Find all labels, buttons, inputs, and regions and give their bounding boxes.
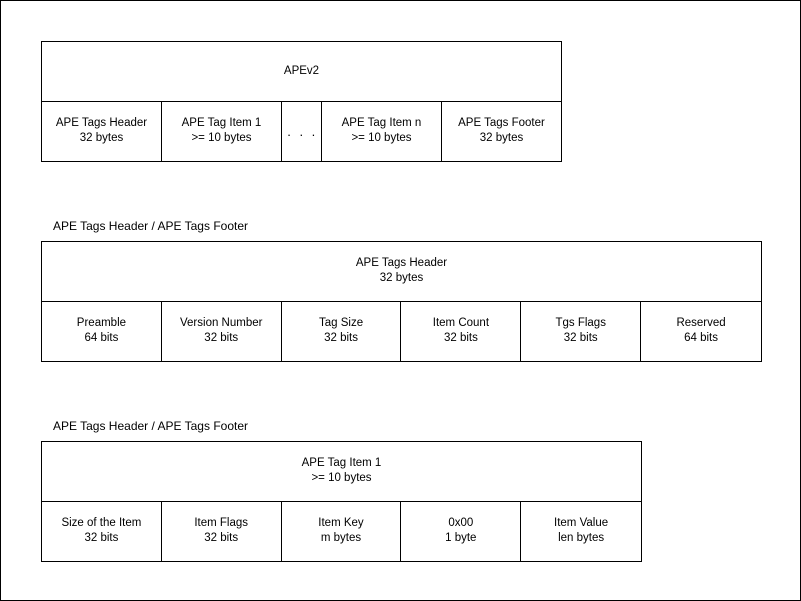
cell-preamble-size: 64 bits [84,332,119,345]
cell-tgs-flags-size: 32 bits [563,332,598,345]
cell-tag-size: Tag Size 32 bits [282,301,402,361]
ellipsis-icon: . . . [287,123,318,139]
cell-null-terminator: 0x00 1 byte [401,501,522,561]
cell-item-value-name: Item Value [554,517,609,530]
cell-preamble-name: Preamble [76,317,127,330]
cell-ape-tag-item-n-size: >= 10 bytes [351,132,412,145]
cell-tag-size-size: 32 bits [324,332,359,345]
cell-item-key: Item Key m bytes [282,501,402,561]
ape-tag-item-field-row: Size of the Item 32 bits Item Flags 32 b… [42,501,641,561]
caption-ape-tags-header: APE Tags Header / APE Tags Footer [53,219,248,233]
apev2-structure-table: APEv2 APE Tags Header 32 bytes APE Tag I… [41,41,562,162]
ape-tags-header-title-name: APE Tags Header [355,257,448,270]
cell-ape-tags-header-size: 32 bytes [79,132,124,145]
ape-tag-item-table: APE Tag Item 1 >= 10 bytes Size of the I… [41,441,642,562]
cell-preamble: Preamble 64 bits [42,301,162,361]
caption-ape-tag-item: APE Tags Header / APE Tags Footer [53,419,248,433]
apev2-title-cell: APEv2 [42,42,561,102]
cell-size-of-the-item: Size of the Item 32 bits [42,501,162,561]
cell-version-number: Version Number 32 bits [162,301,282,361]
cell-item-count-size: 32 bits [443,332,478,345]
cell-ellipsis: . . . [282,101,322,161]
ape-tags-header-title-size: 32 bytes [379,272,424,285]
cell-tag-size-name: Tag Size [319,317,364,330]
cell-reserved-name: Reserved [676,317,726,330]
cell-item-flags: Item Flags 32 bits [162,501,282,561]
cell-item-value-size: len bytes [558,532,605,545]
cell-size-of-the-item-size: 32 bits [84,532,119,545]
cell-item-value: Item Value len bytes [521,502,641,561]
cell-null-terminator-size: 1 byte [445,532,477,545]
cell-item-count: Item Count 32 bits [401,301,522,361]
cell-item-key-name: Item Key [318,517,364,530]
cell-ape-tags-footer-size: 32 bytes [479,132,524,145]
cell-tgs-flags: Tgs Flags 32 bits [521,301,642,361]
cell-tgs-flags-name: Tgs Flags [555,317,606,330]
cell-ape-tags-footer: APE Tags Footer 32 bytes [442,102,561,161]
ape-tags-header-title-cell: APE Tags Header 32 bytes [42,242,761,302]
cell-null-terminator-name: 0x00 [448,517,474,530]
cell-size-of-the-item-name: Size of the Item [61,517,142,530]
cell-reserved: Reserved 64 bits [641,302,761,361]
cell-ape-tag-item-n-name: APE Tag Item n [341,117,422,130]
ape-tag-item-title-size: >= 10 bytes [311,472,372,485]
cell-item-flags-size: 32 bits [204,532,239,545]
cell-ape-tag-item-1: APE Tag Item 1 >= 10 bytes [162,101,282,161]
ape-tag-item-title-name: APE Tag Item 1 [301,457,382,470]
cell-reserved-size: 64 bits [684,332,718,345]
cell-ape-tags-header-name: APE Tags Header [55,117,148,130]
ape-tags-header-field-row: Preamble 64 bits Version Number 32 bits … [42,301,761,361]
cell-item-flags-name: Item Flags [194,517,249,530]
ape-tags-header-table: APE Tags Header 32 bytes Preamble 64 bit… [41,241,762,362]
cell-ape-tag-item-n: APE Tag Item n >= 10 bytes [322,101,442,161]
apev2-title-line-1: APEv2 [283,64,320,77]
ape-tag-item-title-cell: APE Tag Item 1 >= 10 bytes [42,442,641,502]
cell-item-key-size: m bytes [320,532,362,545]
cell-ape-tags-footer-name: APE Tags Footer [458,117,545,130]
cell-ape-tag-item-1-size: >= 10 bytes [191,132,252,145]
cell-item-count-name: Item Count [432,317,490,330]
cell-version-number-size: 32 bits [204,332,239,345]
apev2-field-row: APE Tags Header 32 bytes APE Tag Item 1 … [42,101,561,161]
cell-ape-tags-header: APE Tags Header 32 bytes [42,101,162,161]
cell-ape-tag-item-1-name: APE Tag Item 1 [181,117,262,130]
cell-version-number-name: Version Number [180,317,263,330]
